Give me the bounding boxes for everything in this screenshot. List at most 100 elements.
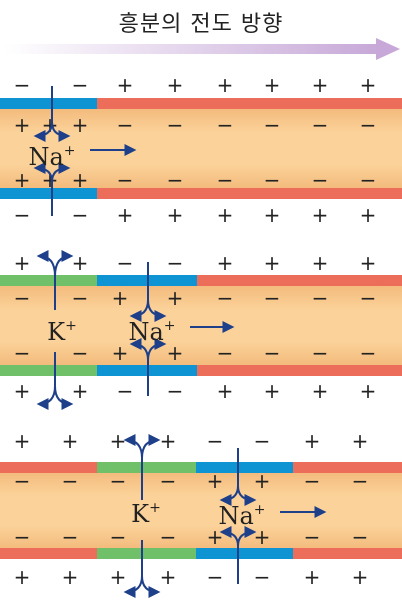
inner-charge-label: +	[167, 341, 184, 365]
inner-charge-label: +	[207, 525, 224, 549]
outer-charge-label: −	[167, 251, 184, 275]
panel3-membrane-upper	[293, 462, 402, 473]
panel2-membrane-lower	[0, 365, 97, 376]
panel2-membrane-upper	[0, 275, 97, 286]
inner-charge-label: −	[312, 341, 329, 365]
inner-charge-label: −	[304, 525, 321, 549]
outer-charge-label: −	[167, 379, 184, 403]
inner-charge-label: −	[264, 341, 281, 365]
outer-charge-label: −	[207, 565, 224, 589]
inner-charge-label: −	[312, 168, 329, 192]
curved-arrow-icon	[237, 485, 257, 506]
outer-charge-label: +	[110, 565, 127, 589]
outer-charge-label: +	[312, 251, 329, 275]
outer-charge-label: +	[264, 379, 281, 403]
outer-charge-label: +	[117, 203, 134, 227]
curved-arrow-icon	[237, 526, 257, 547]
outer-charge-label: −	[207, 429, 224, 453]
inner-charge-label: −	[360, 341, 377, 365]
outer-charge-label: +	[360, 251, 377, 275]
inner-charge-label: +	[167, 286, 184, 310]
outer-charge-label: +	[117, 73, 134, 97]
outer-charge-label: +	[352, 429, 369, 453]
panel1-membrane-lower	[97, 188, 402, 199]
inner-charge-label: −	[72, 286, 89, 310]
curved-arrow-icon	[54, 250, 74, 277]
outer-charge-label: −	[254, 429, 271, 453]
outer-charge-label: +	[352, 565, 369, 589]
ion-charge: +	[65, 318, 77, 334]
inner-charge-label: −	[217, 113, 234, 137]
panel3-membrane-upper	[0, 462, 97, 473]
curved-arrow-icon	[147, 338, 167, 361]
panel3-axoplasm	[0, 462, 402, 559]
outer-charge-label: +	[110, 429, 127, 453]
outer-charge-label: +	[264, 73, 281, 97]
curved-arrow-icon	[141, 575, 161, 598]
curved-arrow-icon	[51, 121, 71, 142]
inner-charge-label: −	[62, 525, 79, 549]
inner-charge-label: +	[254, 525, 271, 549]
inner-charge-label: −	[117, 168, 134, 192]
outer-charge-label: +	[312, 379, 329, 403]
inner-charge-label: −	[264, 113, 281, 137]
curved-arrow-icon	[141, 434, 161, 459]
ion-charge: +	[64, 143, 76, 159]
inner-charge-label: −	[360, 113, 377, 137]
outer-charge-label: −	[72, 203, 89, 227]
inner-charge-label: −	[312, 113, 329, 137]
outer-charge-label: +	[360, 73, 377, 97]
outer-charge-label: −	[254, 565, 271, 589]
panel2-membrane-lower	[197, 365, 402, 376]
outer-charge-label: +	[62, 429, 79, 453]
outer-charge-label: +	[217, 203, 234, 227]
outer-charge-label: +	[14, 379, 31, 403]
outer-charge-label: +	[14, 429, 31, 453]
outer-charge-label: +	[304, 565, 321, 589]
outer-charge-label: −	[72, 73, 89, 97]
panel1-membrane-upper	[0, 98, 97, 109]
outer-charge-label: +	[312, 203, 329, 227]
outer-charge-label: +	[62, 565, 79, 589]
panel3-membrane-upper	[97, 462, 196, 473]
inner-charge-label: +	[72, 168, 89, 192]
inner-charge-label: −	[117, 113, 134, 137]
ion-charge: +	[254, 502, 266, 518]
outer-charge-label: +	[160, 429, 177, 453]
outer-charge-label: +	[14, 251, 31, 275]
ion-charge: +	[164, 318, 176, 334]
panel3-membrane-lower	[97, 548, 196, 559]
curved-arrow-icon	[51, 162, 71, 183]
outer-charge-label: +	[160, 565, 177, 589]
inner-charge-label: −	[217, 286, 234, 310]
outer-charge-label: +	[167, 203, 184, 227]
panel3-membrane-lower	[293, 548, 402, 559]
inner-charge-label: −	[160, 469, 177, 493]
inner-charge-label: −	[14, 525, 31, 549]
inner-charge-label: +	[254, 469, 271, 493]
inner-charge-label: −	[14, 469, 31, 493]
inner-charge-label: −	[264, 168, 281, 192]
direction-arrow-shaft	[4, 44, 380, 54]
inner-charge-label: −	[217, 341, 234, 365]
inner-charge-label: +	[14, 113, 31, 137]
panel2-membrane-upper	[197, 275, 402, 286]
outer-charge-label: +	[360, 379, 377, 403]
panel1-membrane-upper	[97, 98, 402, 109]
outer-charge-label: +	[72, 251, 89, 275]
outer-charge-label: −	[117, 379, 134, 403]
inner-charge-label: −	[360, 168, 377, 192]
inner-charge-label: +	[207, 469, 224, 493]
curved-arrow-icon	[54, 385, 74, 410]
outer-charge-label: +	[217, 251, 234, 275]
panel1-axoplasm	[0, 98, 402, 199]
long-arrow-right-icon	[376, 38, 400, 60]
outer-charge-label: +	[264, 203, 281, 227]
inner-charge-label: −	[217, 168, 234, 192]
inner-charge-label: +	[72, 113, 89, 137]
panel3-membrane-lower	[0, 548, 97, 559]
inner-charge-label: −	[72, 341, 89, 365]
outer-charge-label: +	[360, 203, 377, 227]
